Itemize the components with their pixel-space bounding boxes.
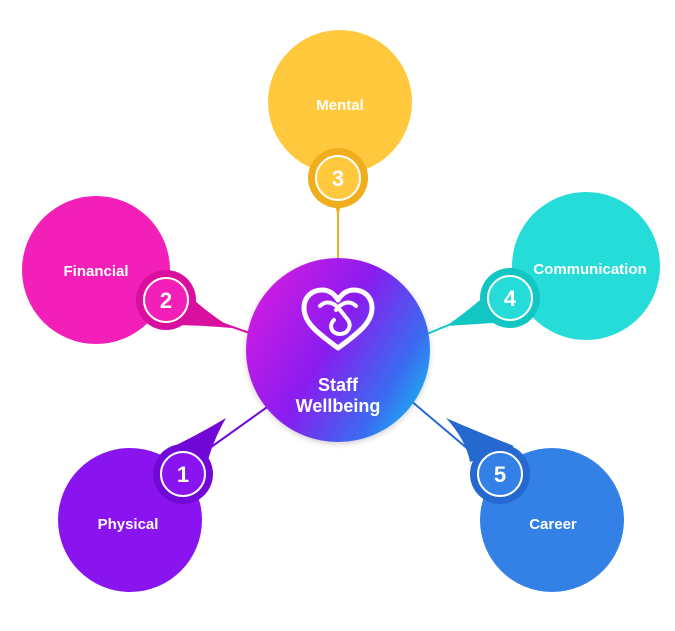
heart-icon <box>301 287 375 351</box>
pillar-mental-circle <box>268 30 412 174</box>
pillar-physical-label: Physical <box>98 516 159 533</box>
pillar-financial-circle <box>22 196 170 344</box>
pillar-communication: 4 Communication <box>446 192 660 340</box>
pillar-mental-label: Mental <box>316 97 364 114</box>
pillar-career-label: Career <box>529 516 577 533</box>
pillar-career-badge <box>477 451 523 497</box>
pillar-career: 5 Career <box>446 418 624 592</box>
pillar-physical: 1 Physical <box>58 418 226 592</box>
pillar-communication-circle <box>512 192 660 340</box>
pillar-financial-label: Financial <box>63 263 128 280</box>
connector-career <box>409 399 476 456</box>
pillar-mental-number: 3 <box>332 166 344 191</box>
pillar-communication-label: Communication <box>533 261 646 278</box>
pillar-financial: 2 Financial <box>22 196 232 344</box>
pillar-communication-badge <box>487 275 533 321</box>
pillar-financial-badge <box>143 277 189 323</box>
center-title-line1: Staff <box>318 375 359 395</box>
center-hub: Staff Wellbeing <box>246 258 430 442</box>
pillar-communication-number: 4 <box>504 286 517 311</box>
pillar-career-number: 5 <box>494 462 506 487</box>
pillar-financial-number: 2 <box>160 288 172 313</box>
center-title-line2: Wellbeing <box>296 396 381 416</box>
pillar-physical-badge <box>160 451 206 497</box>
pillar-mental: 3 Mental <box>268 30 412 222</box>
pillar-mental-badge <box>315 155 361 201</box>
pillar-physical-number: 1 <box>177 462 189 487</box>
